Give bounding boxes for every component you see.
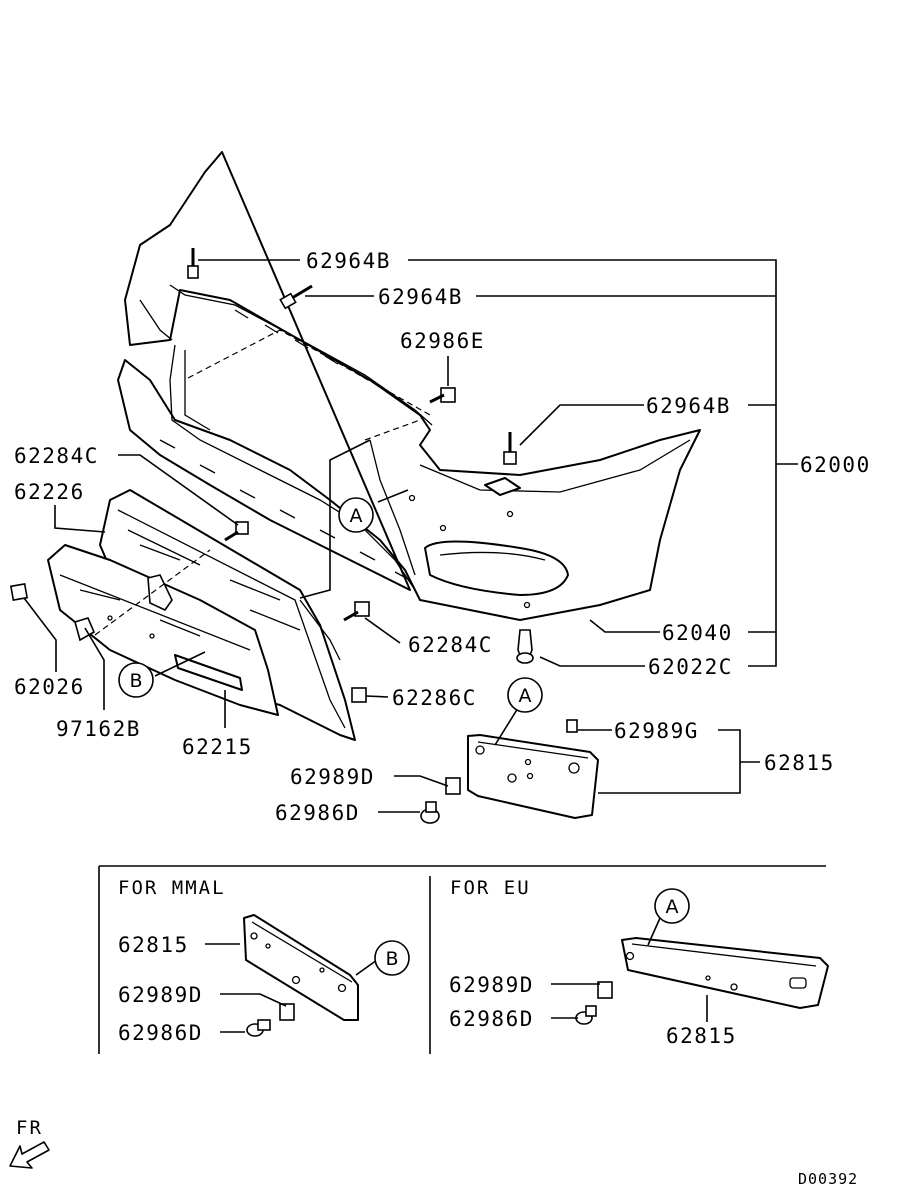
clip-62022c (516, 629, 534, 664)
label-62022c: 62022C (648, 655, 733, 679)
eu-bolt-62989d (597, 981, 613, 999)
direction-indicator: FR (9, 1117, 50, 1169)
callout-b-main: B (118, 662, 154, 698)
mmal-header: FOR MMAL (118, 877, 226, 899)
screw-62964b-2 (279, 284, 313, 310)
part-labels-main: 62964B 62964B 62986E 62964B 62000 62284C… (14, 249, 871, 825)
svg-text:A: A (519, 685, 532, 707)
mmal-label-62989d: 62989D (118, 983, 203, 1007)
clip-62284c-1 (224, 521, 249, 542)
eu-callout-a (654, 888, 690, 924)
label-62989d: 62989D (290, 765, 375, 789)
screw-62986d (420, 801, 440, 824)
label-62815: 62815 (764, 751, 835, 775)
mmal-bolt-62989d (279, 1003, 295, 1021)
label-62026: 62026 (14, 675, 85, 699)
screw-62964b-1 (187, 248, 199, 279)
nut-62286c (351, 687, 367, 703)
mmal-label-62815: 62815 (118, 933, 189, 957)
direction-label: FR (16, 1117, 43, 1139)
mmal-bracket-62815 (243, 914, 359, 1021)
bolt-62986e (429, 387, 456, 404)
diagram-code: D00392 (798, 1170, 858, 1187)
eu-label-62815: 62815 (666, 1024, 737, 1048)
callout-a-bracket: A (507, 677, 543, 713)
label-97162b: 97162B (56, 717, 141, 741)
label-62964b-3: 62964B (646, 394, 731, 418)
bumper-cover-62040 (117, 151, 701, 621)
svg-text:B: B (385, 948, 398, 970)
label-62215: 62215 (182, 735, 253, 759)
screw-62964b-3 (503, 432, 517, 465)
eu-label-62986d: 62986D (449, 1007, 534, 1031)
label-62284c-1: 62284C (14, 444, 99, 468)
label-62986e: 62986E (400, 329, 485, 353)
lower-grille-62215 (47, 544, 279, 716)
label-62986d: 62986D (275, 801, 360, 825)
label-62286c: 62286C (392, 686, 477, 710)
leader-lines (23, 259, 798, 813)
license-bracket-62815 (467, 734, 599, 819)
svg-text:B: B (129, 670, 142, 692)
eu-header: FOR EU (450, 877, 531, 899)
label-62226: 62226 (14, 480, 85, 504)
section-eu: FOR EU A 62989D 62986D 62815 (449, 877, 829, 1048)
callout-a-main: A (338, 497, 374, 533)
label-62284c-2: 62284C (408, 633, 493, 657)
label-62964b-1: 62964B (306, 249, 391, 273)
label-62040: 62040 (662, 621, 733, 645)
cap-62026 (9, 582, 29, 602)
mmal-label-62986d: 62986D (118, 1021, 203, 1045)
eu-screw-62986d (575, 1005, 597, 1025)
label-62000: 62000 (800, 453, 871, 477)
eu-label-62989d: 62989D (449, 973, 534, 997)
section-mmal: FOR MMAL B 62815 62989D 62986D (118, 877, 410, 1045)
variant-box (98, 865, 826, 1054)
bolt-62989d (445, 777, 461, 795)
clip-62284c-2 (343, 601, 370, 622)
nut-62989g (566, 719, 578, 733)
mmal-callout-b (374, 940, 410, 976)
svg-text:A: A (666, 896, 679, 918)
label-62989g: 62989G (614, 719, 699, 743)
svg-text:A: A (350, 505, 363, 527)
eu-bracket-62815 (621, 937, 829, 1009)
label-62964b-2: 62964B (378, 285, 463, 309)
front-arrow-icon (9, 1141, 50, 1169)
mmal-screw-62986d (246, 1019, 271, 1037)
